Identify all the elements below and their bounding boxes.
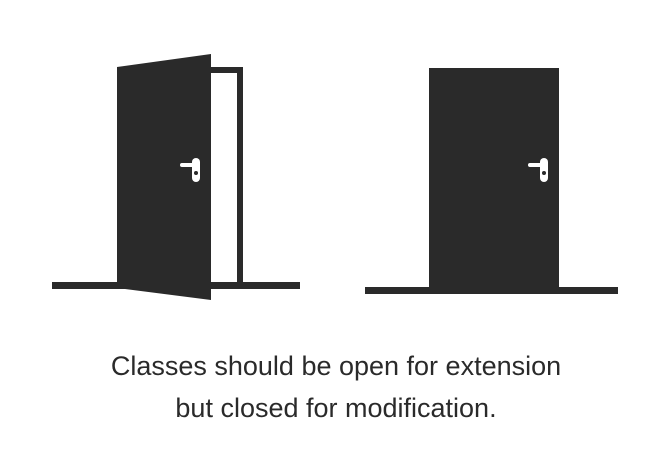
closed-door-icon <box>365 68 618 294</box>
caption-line-1: Classes should be open for extension <box>110 351 562 381</box>
closed-door-leaf <box>429 68 559 290</box>
open-door-icon <box>52 54 300 300</box>
closed-door-floor-line <box>365 287 618 294</box>
open-door-handle-icon <box>180 158 200 182</box>
closed-door-handle-icon <box>528 158 548 182</box>
open-door-leaf <box>117 54 211 300</box>
caption: Classes should be open for extension but… <box>0 345 672 429</box>
caption-line-2: but closed for modification. <box>175 393 497 423</box>
open-door-frame <box>211 67 243 286</box>
doors-illustration <box>52 54 618 300</box>
